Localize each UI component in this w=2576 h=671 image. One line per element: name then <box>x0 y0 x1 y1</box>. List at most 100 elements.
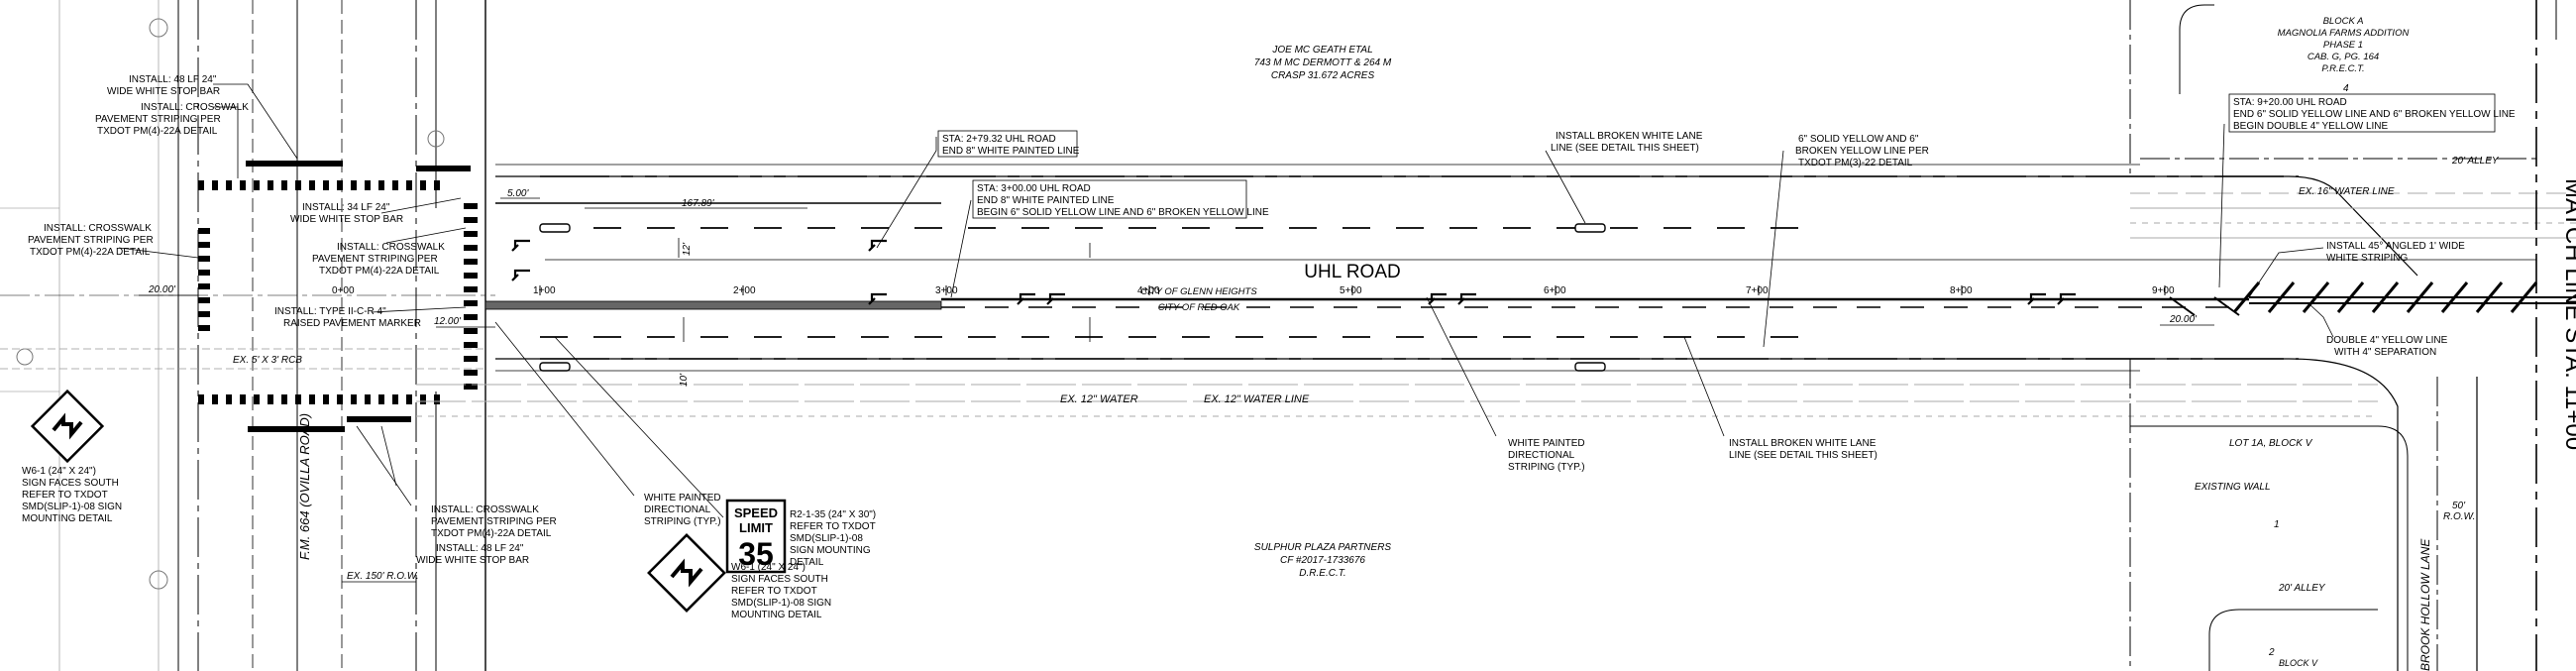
svg-text:D.R.E.C.T.: D.R.E.C.T. <box>1299 568 1345 579</box>
svg-text:DOUBLE 4" YELLOW LINE: DOUBLE 4" YELLOW LINE <box>2326 335 2448 346</box>
svg-text:WIDE WHITE STOP BAR: WIDE WHITE STOP BAR <box>107 86 220 97</box>
svg-text:INSTALL: TYPE II-C-R 4": INSTALL: TYPE II-C-R 4" <box>274 306 386 317</box>
svg-text:INSTALL: 48 LF 24": INSTALL: 48 LF 24" <box>129 74 217 85</box>
svg-text:STRIPING (TYP.): STRIPING (TYP.) <box>1508 462 1585 473</box>
note-broken-bot: INSTALL BROKEN WHITE LANE LINE (SEE DETA… <box>1729 438 1878 461</box>
note-sta-279: STA: 2+79.32 UHL ROAD END 8" WHITE PAINT… <box>937 130 1080 158</box>
svg-text:TXDOT PM(4)-22A DETAIL: TXDOT PM(4)-22A DETAIL <box>319 266 440 277</box>
svg-text:END 8" WHITE PAINTED LINE: END 8" WHITE PAINTED LINE <box>977 195 1115 206</box>
svg-text:END 8" WHITE PAINTED LINE: END 8" WHITE PAINTED LINE <box>942 146 1080 157</box>
svg-text:WIDE WHITE STOP BAR: WIDE WHITE STOP BAR <box>290 214 403 225</box>
speed-sign-value: 35 <box>738 536 774 572</box>
dim-5: 5.00' <box>507 188 529 199</box>
note-crosswalk-top: INSTALL: CROSSWALK PAVEMENT STRIPING PER… <box>95 102 249 137</box>
note-arrow-mid: WHITE PAINTED DIRECTIONAL STRIPING (TYP.… <box>1508 438 1585 473</box>
svg-text:STA: 3+00.00 UHL ROAD: STA: 3+00.00 UHL ROAD <box>977 183 1091 194</box>
svg-text:REFER TO TXDOT: REFER TO TXDOT <box>790 521 876 532</box>
svg-text:BEGIN DOUBLE 4" YELLOW LINE: BEGIN DOUBLE 4" YELLOW LINE <box>2233 121 2389 132</box>
north-water-label: EX. 16" WATER LINE <box>2299 186 2395 197</box>
svg-text:SMD(SLIP-1)-08 SIGN: SMD(SLIP-1)-08 SIGN <box>22 502 122 512</box>
center-stripe <box>484 296 2576 310</box>
stop-bars <box>246 161 471 432</box>
note-marker: INSTALL: TYPE II-C-R 4" RAISED PAVEMENT … <box>274 306 421 329</box>
south-water-label-1: EX. 12" WATER <box>1060 393 1138 405</box>
speed-sign-top: SPEED <box>734 505 778 520</box>
side-street-row-2: R.O.W. <box>2443 511 2475 522</box>
angled-white-striping <box>2232 281 2538 313</box>
dim-12: 12.00' <box>434 316 462 327</box>
svg-text:PAVEMENT STRIPING PER: PAVEMENT STRIPING PER <box>95 114 221 125</box>
existing-wall-label: EXISTING WALL <box>2195 482 2271 493</box>
crosswalk-north <box>198 180 440 190</box>
block-v-label: BLOCK V <box>2279 658 2318 668</box>
dimension-lines <box>139 197 2214 342</box>
station-label-2: 2+00 <box>733 285 756 296</box>
note-stop34: INSTALL: 34 LF 24" WIDE WHITE STOP BAR <box>290 202 403 225</box>
svg-text:TXDOT PM(4)-22A DETAIL: TXDOT PM(4)-22A DETAIL <box>30 247 151 258</box>
svg-text:REFER TO TXDOT: REFER TO TXDOT <box>731 586 817 597</box>
south-hatch <box>2169 296 2240 316</box>
parcel-block-a: BLOCK A MAGNOLIA FARMS ADDITION PHASE 1 … <box>2278 16 2410 74</box>
speed-sign-mid: LIMIT <box>739 520 773 535</box>
utility-circles <box>16 18 445 590</box>
alley-top-label: 20' ALLEY <box>2451 156 2500 167</box>
svg-text:SMD(SLIP-1)-08: SMD(SLIP-1)-08 <box>790 533 863 544</box>
note-crosswalk-left: INSTALL: CROSSWALK PAVEMENT STRIPING PER… <box>28 223 154 258</box>
svg-text:TXDOT PM(4)-22A DETAIL: TXDOT PM(4)-22A DETAIL <box>431 528 552 539</box>
note-stop48-bot: INSTALL: 48 LF 24" WIDE WHITE STOP BAR <box>416 543 529 566</box>
note-speed: R2-1-35 (24" X 30") REFER TO TXDOT SMD(S… <box>790 509 876 568</box>
svg-text:STRIPING (TYP.): STRIPING (TYP.) <box>644 516 721 527</box>
dim-20a: 20.00' <box>148 284 176 295</box>
svg-text:MAGNOLIA FARMS ADDITION: MAGNOLIA FARMS ADDITION <box>2278 28 2410 39</box>
note-sta-300: STA: 3+00.00 UHL ROAD END 8" WHITE PAINT… <box>972 179 1269 219</box>
svg-text:INSTALL: CROSSWALK: INSTALL: CROSSWALK <box>431 504 539 515</box>
svg-text:SIGN MOUNTING: SIGN MOUNTING <box>790 545 871 556</box>
cross-street-lines <box>0 0 486 671</box>
right-lots <box>2129 0 2557 671</box>
south-water-label-2: EX. 12" WATER LINE <box>1204 393 1310 405</box>
svg-text:SIGN FACES SOUTH: SIGN FACES SOUTH <box>22 478 119 489</box>
parcel-north: JOE MC GEATH ETAL 743 M MC DERMOTT & 264… <box>1254 45 1392 81</box>
svg-text:SIGN FACES SOUTH: SIGN FACES SOUTH <box>731 574 828 585</box>
svg-text:CF #2017-1733676: CF #2017-1733676 <box>1280 555 1365 566</box>
note-yellow: 6" SOLID YELLOW AND 6" BROKEN YELLOW LIN… <box>1795 134 1929 168</box>
svg-text:INSTALL: CROSSWALK: INSTALL: CROSSWALK <box>44 223 152 234</box>
south-utility-lines <box>416 384 2378 417</box>
parcel-south: SULPHUR PLAZA PARTNERS CF #2017-1733676 … <box>1254 542 1392 579</box>
note-crosswalk-mid: INSTALL: CROSSWALK PAVEMENT STRIPING PER… <box>312 242 445 277</box>
svg-text:WHITE STRIPING: WHITE STRIPING <box>2326 253 2408 264</box>
svg-text:DIRECTIONAL: DIRECTIONAL <box>644 504 711 515</box>
station-label-8: 8+00 <box>1950 285 1973 296</box>
svg-text:INSTALL: CROSSWALK: INSTALL: CROSSWALK <box>141 102 249 113</box>
dim-12v: 12' <box>682 242 693 256</box>
note-sign-mid: W6-1 (24" X 24") SIGN FACES SOUTH REFER … <box>731 562 831 620</box>
row-lines <box>540 175 2299 360</box>
w6-1-sign-mid <box>647 533 726 613</box>
svg-text:INSTALL: 34 LF 24": INSTALL: 34 LF 24" <box>302 202 390 213</box>
station-label-4: 4+00 <box>1137 285 1160 296</box>
svg-text:RAISED PAVEMENT MARKER: RAISED PAVEMENT MARKER <box>283 318 421 329</box>
svg-text:PAVEMENT STRIPING PER: PAVEMENT STRIPING PER <box>431 516 557 527</box>
dim-10: 10' <box>679 373 690 387</box>
station-label-0: 0+00 <box>332 285 355 296</box>
lot-number-1: 1 <box>2274 519 2280 530</box>
dim-20b: 20.00' <box>2169 314 2198 325</box>
match-line: MATCH LINE STA. 11+00 <box>2560 178 2576 450</box>
svg-text:STA: 9+20.00 UHL ROAD: STA: 9+20.00 UHL ROAD <box>2233 97 2347 108</box>
station-tick-marks <box>484 285 2166 295</box>
svg-text:CAB. G, PG. 164: CAB. G, PG. 164 <box>2308 52 2379 62</box>
svg-text:PAVEMENT STRIPING PER: PAVEMENT STRIPING PER <box>312 254 438 265</box>
svg-text:743 M MC DERMOTT & 264 M: 743 M MC DERMOTT & 264 M <box>1254 57 1392 68</box>
svg-text:SMD(SLIP-1)-08 SIGN: SMD(SLIP-1)-08 SIGN <box>731 598 831 609</box>
north-water-line <box>2130 192 2576 239</box>
svg-text:MOUNTING DETAIL: MOUNTING DETAIL <box>731 610 822 620</box>
cross-street-row: EX. 150' R.O.W. <box>347 571 419 582</box>
svg-text:W6-1 (24" X 24"): W6-1 (24" X 24") <box>22 466 96 477</box>
svg-text:W6-1 (24" X 24"): W6-1 (24" X 24") <box>731 562 805 573</box>
station-label-5: 5+00 <box>1340 285 1362 296</box>
note-double: DOUBLE 4" YELLOW LINE WITH 4" SEPARATION <box>2326 335 2448 358</box>
svg-text:P.R.E.C.T.: P.R.E.C.T. <box>2321 63 2364 74</box>
note-stop48-top: INSTALL: 48 LF 24" WIDE WHITE STOP BAR <box>107 74 220 97</box>
svg-text:WITH 4" SEPARATION: WITH 4" SEPARATION <box>2334 347 2436 358</box>
svg-text:INSTALL: 48 LF 24": INSTALL: 48 LF 24" <box>436 543 524 554</box>
